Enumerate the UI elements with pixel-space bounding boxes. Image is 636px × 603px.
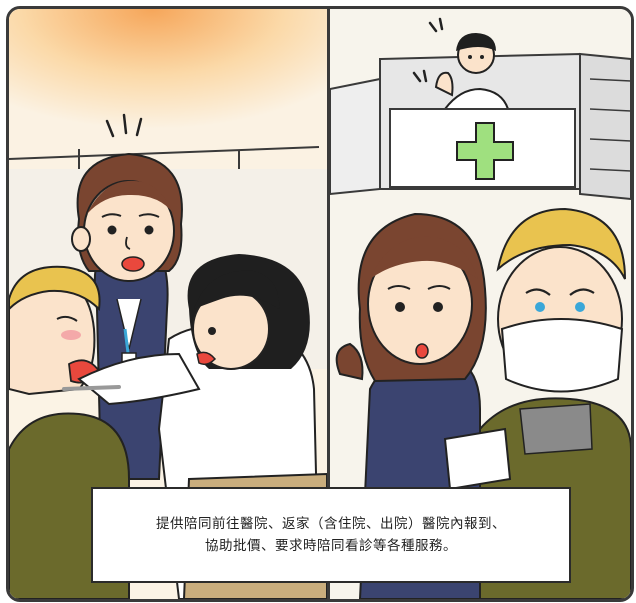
caption-box: 提供陪同前往醫院、返家（含住院、出院）醫院內報到、 協助批價、要求時陪同看診等各… [91, 487, 571, 583]
surprise-lines-icon [105, 113, 143, 138]
window-glow [9, 9, 327, 169]
panel-divider [327, 9, 330, 599]
caption-line-1: 提供陪同前往醫院、返家（含住院、出院）醫院內報到、 [156, 516, 506, 532]
paper-document [443, 427, 512, 491]
green-cross-icon [456, 122, 514, 180]
wave-lines-icon [412, 17, 444, 83]
caption-line-2: 協助批價、要求時陪同看診等各種服務。 [205, 538, 457, 554]
comic-frame: 提供陪同前往醫院、返家（含住院、出院）醫院內報到、 協助批價、要求時陪同看診等各… [6, 6, 634, 602]
staff-woman-brown-hair-right [335, 212, 487, 599]
